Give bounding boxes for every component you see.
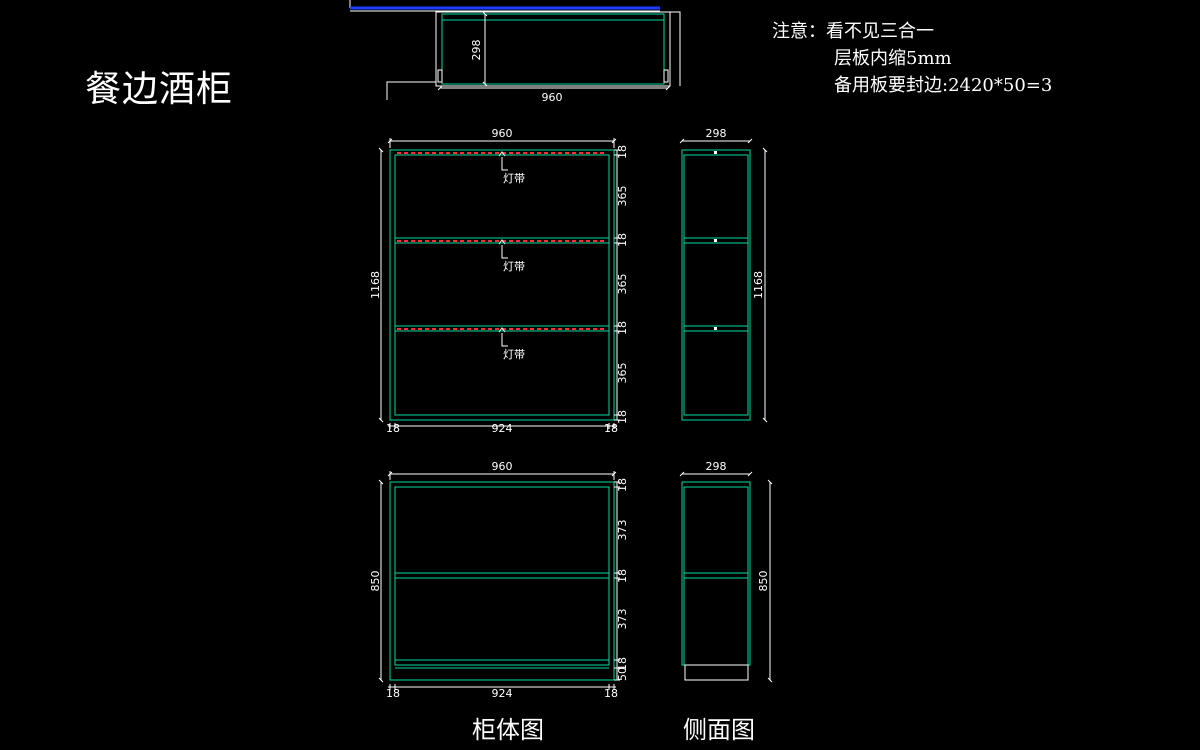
upper-side-height-label: 1168 bbox=[752, 271, 765, 299]
upper-side-right-label: 18 bbox=[604, 422, 618, 435]
upper-width-label: 960 bbox=[492, 127, 513, 140]
upper-side-left-label: 18 bbox=[386, 422, 400, 435]
upper-dim-label: 18 bbox=[616, 233, 629, 247]
upper-dim-label: 365 bbox=[616, 186, 629, 207]
note-line-3: 备用板要封边:2420*50=3 bbox=[834, 75, 1053, 96]
upper-side-depth-label: 298 bbox=[706, 127, 727, 140]
lower-side-right-label: 18 bbox=[604, 687, 618, 700]
lower-side-view: 298 850 bbox=[679, 460, 773, 683]
lower-height-label: 850 bbox=[369, 571, 382, 592]
note-line-1: 注意：看不见三合一 bbox=[772, 21, 934, 42]
lower-dim-label: 373 bbox=[616, 520, 629, 541]
lower-side-height-label: 850 bbox=[757, 571, 770, 592]
notes-block: 注意：看不见三合一 层板内缩5mm 备用板要封边:2420*50=3 bbox=[772, 18, 1052, 99]
upper-inner-width-label: 924 bbox=[492, 422, 513, 435]
top-view-width-label: 960 bbox=[542, 91, 563, 104]
lower-inner-width-label: 924 bbox=[492, 687, 513, 700]
lower-dim-label: 50 bbox=[616, 667, 629, 681]
drawing-title: 餐边酒柜 bbox=[85, 69, 234, 110]
upper-height-label: 1168 bbox=[369, 271, 382, 299]
lower-dim-label: 373 bbox=[616, 609, 629, 630]
side-view-caption: 侧面图 bbox=[683, 716, 755, 744]
light-strip-label: 灯带 bbox=[503, 348, 525, 361]
note-line-2: 层板内缩5mm bbox=[834, 48, 952, 69]
light-strip-label: 灯带 bbox=[503, 172, 525, 185]
upper-dim-label: 18 bbox=[616, 410, 629, 424]
lower-side-depth-label: 298 bbox=[706, 460, 727, 473]
lower-dim-label: 18 bbox=[616, 478, 629, 492]
upper-dim-label: 365 bbox=[616, 363, 629, 384]
lower-side-left-label: 18 bbox=[386, 687, 400, 700]
cad-drawing: 298 960 灯带 灯带 灯带 960 1168 bbox=[349, 0, 773, 700]
upper-dim-label: 18 bbox=[616, 145, 629, 159]
light-strip-label: 灯带 bbox=[503, 260, 525, 273]
upper-dim-label: 18 bbox=[616, 321, 629, 335]
upper-side-view: 298 1168 bbox=[679, 127, 768, 423]
lower-width-label: 960 bbox=[492, 460, 513, 473]
top-view-depth-label: 298 bbox=[470, 40, 483, 61]
cabinet-body-caption: 柜体图 bbox=[472, 716, 544, 744]
lower-cabinet-front: 960 850 18 373 18 373 18 50 18 924 18 bbox=[369, 460, 629, 700]
upper-dim-label: 365 bbox=[616, 274, 629, 295]
top-view: 298 960 bbox=[349, 0, 681, 104]
lower-dim-label: 18 bbox=[616, 657, 629, 671]
upper-cabinet-front: 灯带 灯带 灯带 960 1168 18 365 18 365 18 365 1… bbox=[369, 127, 629, 435]
lower-dim-label: 18 bbox=[616, 569, 629, 583]
